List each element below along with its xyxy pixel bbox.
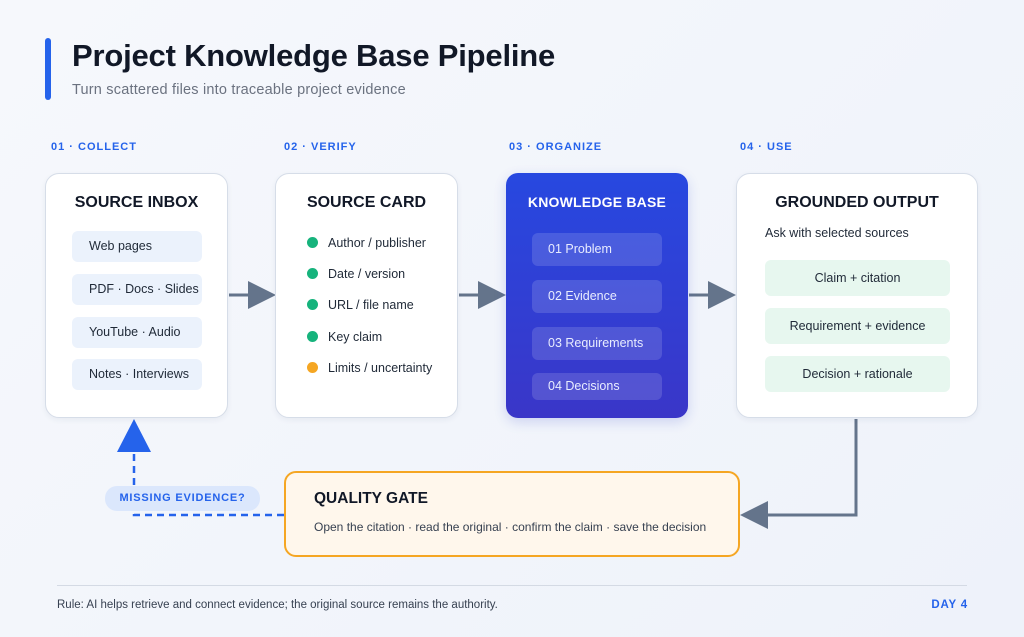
title-accent-bar <box>45 38 51 100</box>
grounded-output-card: GROUNDED OUTPUT Ask with selected source… <box>736 173 978 418</box>
grounded-output-title: GROUNDED OUTPUT <box>775 194 939 211</box>
kb-item-evidence: 02 Evidence <box>532 280 662 313</box>
check-label: Limits / uncertainty <box>328 361 433 375</box>
source-card: SOURCE CARD Author / publisher Date / ve… <box>275 173 458 418</box>
check-item-key-claim: Key claim <box>307 329 382 345</box>
inbox-item-pdf-docs-slides: PDF · Docs · Slides <box>72 274 202 305</box>
check-label: URL / file name <box>328 298 414 312</box>
check-label: Key claim <box>328 330 383 344</box>
check-item-date: Date / version <box>307 266 405 282</box>
kb-item-requirements: 03 Requirements <box>532 327 662 360</box>
knowledge-base-title: KNOWLEDGE BASE <box>527 194 667 210</box>
quality-gate-box: QUALITY GATE Open the citation · read th… <box>284 471 740 557</box>
status-dot-icon <box>307 299 318 310</box>
source-inbox-card: SOURCE INBOX Web pages PDF · Docs · Slid… <box>45 173 228 418</box>
output-item-claim-citation: Claim + citation <box>765 260 950 296</box>
missing-evidence-badge: MISSING EVIDENCE? <box>105 486 260 511</box>
page-subtitle: Turn scattered files into traceable proj… <box>72 82 406 98</box>
step-label-verify: 02 · VERIFY <box>284 141 357 153</box>
kb-item-decisions: 04 Decisions <box>532 373 662 400</box>
inbox-item-youtube-audio: YouTube · Audio <box>72 317 202 348</box>
kb-item-problem: 01 Problem <box>532 233 662 266</box>
source-inbox-title: SOURCE INBOX <box>74 194 199 211</box>
output-item-requirement-evidence: Requirement + evidence <box>765 308 950 344</box>
knowledge-base-card: KNOWLEDGE BASE 01 Problem 02 Evidence 03… <box>506 173 688 418</box>
status-dot-icon <box>307 268 318 279</box>
inbox-item-web-pages: Web pages <box>72 231 202 262</box>
step-label-collect: 01 · COLLECT <box>51 141 137 153</box>
inbox-item-notes-interviews: Notes · Interviews <box>72 359 202 390</box>
step-label-use: 04 · USE <box>740 141 793 153</box>
status-dot-icon <box>307 331 318 342</box>
page-title: Project Knowledge Base Pipeline <box>72 38 556 73</box>
footer-day-label: DAY 4 <box>931 599 968 611</box>
quality-gate-description: Open the citation · read the original · … <box>314 520 707 534</box>
step-label-organize: 03 · ORGANIZE <box>509 141 603 153</box>
output-item-decision-rationale: Decision + rationale <box>765 356 950 392</box>
check-label: Date / version <box>328 267 406 281</box>
warning-dot-icon <box>307 362 318 373</box>
source-card-title: SOURCE CARD <box>306 194 427 211</box>
check-item-url: URL / file name <box>307 297 414 313</box>
grounded-output-hint: Ask with selected sources <box>765 226 909 240</box>
check-item-author: Author / publisher <box>307 235 426 251</box>
status-dot-icon <box>307 237 318 248</box>
quality-gate-title: QUALITY GATE <box>314 490 428 507</box>
check-item-limits: Limits / uncertainty <box>307 360 432 376</box>
footer-rule-text: Rule: AI helps retrieve and connect evid… <box>57 599 498 611</box>
footer-divider <box>57 585 967 586</box>
check-label: Author / publisher <box>328 236 426 250</box>
